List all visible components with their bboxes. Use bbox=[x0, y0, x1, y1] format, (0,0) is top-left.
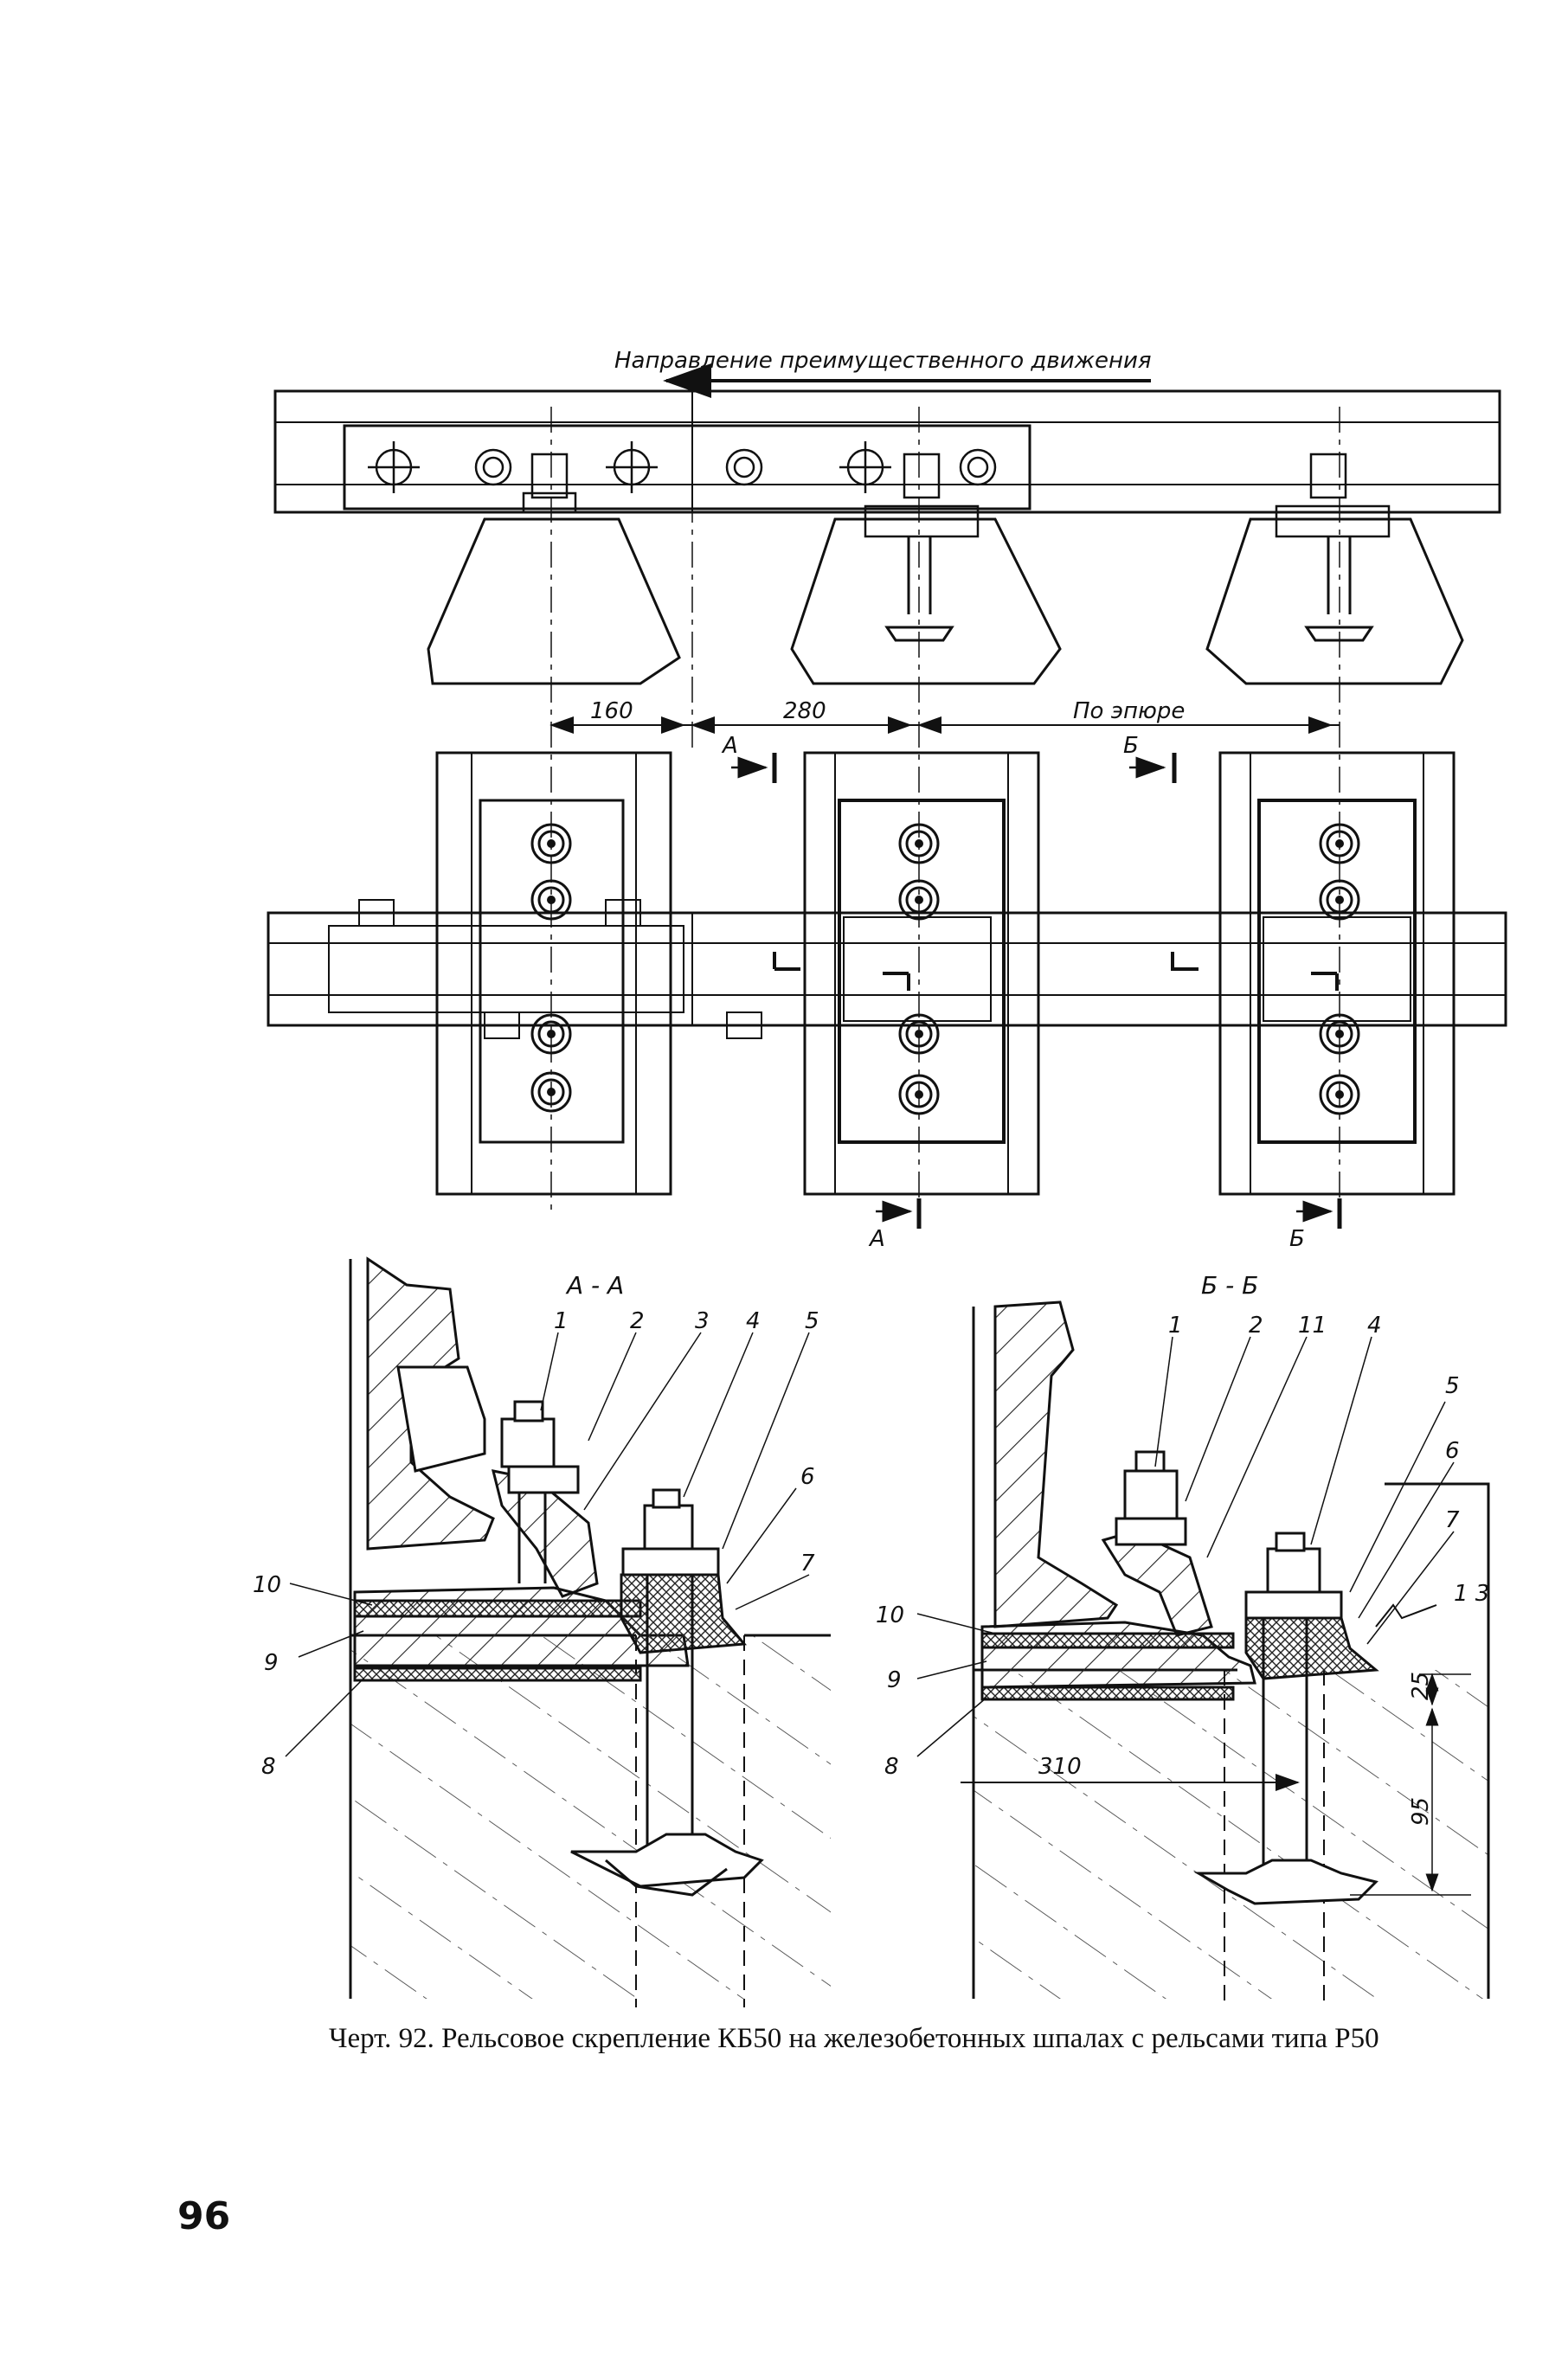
section-bb bbox=[961, 1300, 1490, 2007]
aa-part-6: 6 bbox=[800, 1464, 815, 1490]
bb-part-6: 6 bbox=[1445, 1438, 1460, 1464]
roughness-mark: 1 3 bbox=[1454, 1581, 1489, 1607]
section-mark-a-bottom: А bbox=[868, 1226, 885, 1252]
bb-part-11: 11 bbox=[1298, 1313, 1327, 1339]
dim-160: 160 bbox=[590, 698, 633, 724]
section-mark-b-top: Б bbox=[1123, 733, 1139, 759]
plan-view bbox=[267, 751, 1507, 1229]
figure-caption: Черт. 92. Рельсовое скрепление КБ50 на ж… bbox=[329, 2023, 1379, 2054]
fishplate-holes bbox=[368, 441, 997, 493]
aa-part-7: 7 bbox=[800, 1551, 815, 1577]
sleeper-side-views bbox=[427, 517, 1464, 685]
bb-part-4: 4 bbox=[1367, 1313, 1382, 1339]
elevation-view: Направление преимущественного движения bbox=[273, 348, 1501, 1211]
section-mark-b-bottom: Б bbox=[1289, 1226, 1305, 1252]
rail-clamps bbox=[522, 453, 1391, 538]
plan-bolts bbox=[530, 823, 1360, 1115]
section-aa-title: А - А bbox=[565, 1271, 624, 1300]
dim-95: 95 bbox=[1408, 1797, 1434, 1826]
aa-part-8: 8 bbox=[261, 1754, 276, 1780]
dim-280: 280 bbox=[783, 698, 826, 724]
section-bb-title: Б - Б bbox=[1201, 1271, 1258, 1300]
dim-epure: По эпюре bbox=[1073, 698, 1185, 724]
dim-310: 310 bbox=[1038, 1754, 1082, 1780]
aa-part-1: 1 bbox=[554, 1308, 569, 1334]
aa-part-10: 10 bbox=[253, 1572, 281, 1598]
dim-25: 25 bbox=[1408, 1672, 1434, 1700]
bb-part-1: 1 bbox=[1168, 1313, 1183, 1339]
section-aa bbox=[349, 1256, 831, 2007]
aa-part-2: 2 bbox=[630, 1308, 645, 1334]
bb-part-9: 9 bbox=[887, 1667, 902, 1693]
bb-part-10: 10 bbox=[876, 1602, 904, 1628]
aa-part-9: 9 bbox=[264, 1650, 279, 1676]
section-mark-a-top: А bbox=[721, 733, 738, 759]
aa-part-3: 3 bbox=[695, 1308, 710, 1334]
aa-part-5: 5 bbox=[805, 1308, 819, 1334]
aa-part-4: 4 bbox=[746, 1308, 761, 1334]
bb-part-8: 8 bbox=[884, 1754, 899, 1780]
page-number: 96 bbox=[177, 2194, 231, 2238]
bb-part-5: 5 bbox=[1445, 1373, 1460, 1399]
bb-part-2: 2 bbox=[1249, 1313, 1263, 1339]
direction-label: Направление преимущественного движения bbox=[614, 348, 1152, 374]
bb-part-7: 7 bbox=[1445, 1507, 1460, 1533]
